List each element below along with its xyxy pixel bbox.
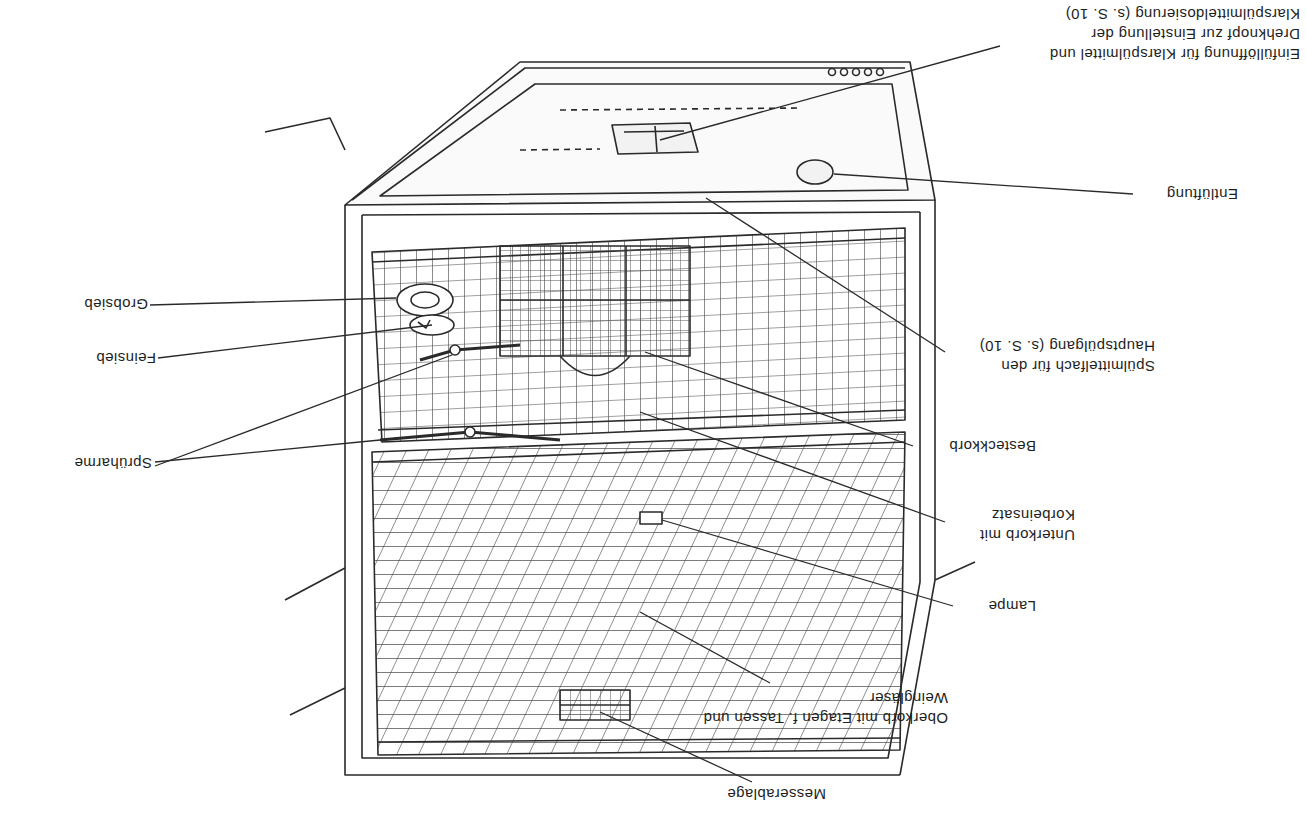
part-label: Grobsieb — [60, 294, 148, 314]
part-label: Besteckkorb — [918, 436, 1036, 456]
part-label: Einfüllöffnung für Klarspülmittel und Dr… — [1005, 4, 1300, 64]
part-label: Sprüharme — [50, 453, 152, 473]
part-label: Oberkorb mit Etagen f. Tassen und Weingl… — [668, 688, 948, 728]
part-label: Lampe — [958, 596, 1036, 616]
part-label: Entlüftung — [1138, 184, 1238, 204]
part-label: Feinsieb — [68, 348, 156, 368]
part-label: Spülmittelfach für den Hauptspülgang (s.… — [950, 336, 1155, 376]
part-label: Unterkorb mit Korbeinsatz — [950, 505, 1075, 545]
part-label: Messerablage — [686, 784, 826, 804]
